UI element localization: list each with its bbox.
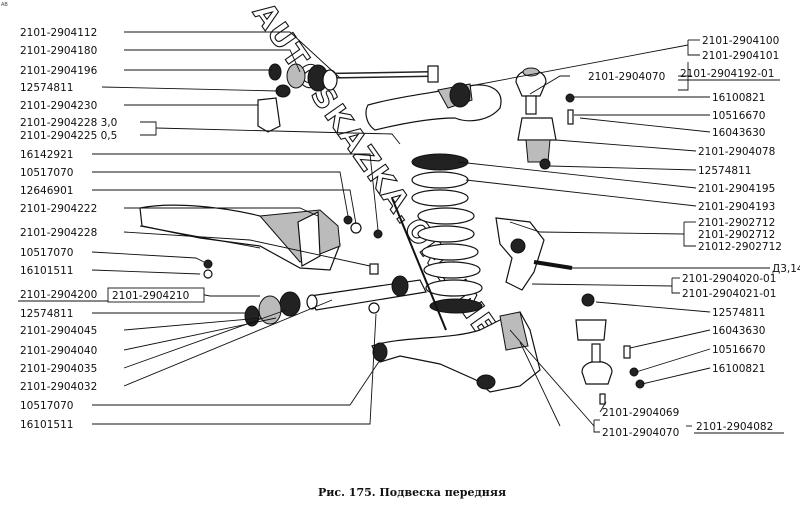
corner-mark: AB [1,2,8,8]
label-2101-2904032: 2101-2904032 [20,381,97,393]
nut-12574811-right [581,293,595,307]
label-2101-2904078: 2101-2904078 [698,146,775,158]
lower-control-arm [371,311,541,393]
label-16043630-top: 16043630 [712,127,765,139]
upper-control-arm [365,82,502,131]
label-2101-2904045: 2101-2904045 [20,325,97,337]
label-16043630-lower: 16043630 [712,325,765,337]
right-labels: 2101-2904100 2101-2904101 2101-2904070 2… [588,35,800,439]
label-2101-2904070-lower: 2101-2904070 [602,427,679,439]
figure-caption: Рис. 175. Подвеска передняя [318,486,506,499]
label-2101-2904101: 2101-2904101 [702,50,779,62]
label-12574811-top: 12574811 [20,82,73,94]
label-2101-2904230: 2101-2904230 [20,100,97,112]
label-10517070-a: 10517070 [20,167,73,179]
label-16142921: 16142921 [20,149,73,161]
label-2101-2904195: 2101-2904195 [698,183,775,195]
nut-16142921 [373,229,383,239]
nut-10517070-b [203,259,213,269]
label-d3-14: Д3,14 [772,263,800,275]
nut-10517070-a [343,215,353,225]
label-12574811-left: 12574811 [20,308,73,320]
label-2101-2902712-b: 2101-2902712 [698,229,775,241]
washer-12646901 [350,222,362,234]
shock-absorber-axis [391,197,447,331]
protective-cover-lower [575,319,607,341]
left-labels: 2101-2904112 2101-2904180 2101-2904196 1… [18,27,205,431]
label-2101-2904100: 2101-2904100 [702,35,779,47]
label-2101-2904180: 2101-2904180 [20,45,97,57]
ball-joint-housing-upper [517,117,557,141]
bolt-2904228 [369,263,379,275]
parts-drawing [139,63,645,405]
label-10517070-c: 10517070 [20,400,73,412]
label-2101-2904192-01: 2101-2904192-01 [680,68,774,80]
nut-12574811-upper [539,158,551,170]
nut-16100821-top [565,93,575,103]
label-10516670-top: 10516670 [712,110,765,122]
label-2101-2904021-01: 2101-2904021-01 [682,288,776,300]
label-2101-2904020-01: 2101-2904020-01 [682,273,776,285]
label-2101-2904225-shim: 2101-2904225 0,5 [20,130,117,142]
label-12574811-upper-right: 12574811 [698,165,751,177]
washer-16101511-b [368,302,380,314]
label-21012-2902712: 21012-2902712 [698,241,782,253]
label-2101-2904228-shim: 2101-2904228 3,0 [20,117,117,129]
steering-knuckle [495,217,573,291]
bolt-10516670-lower [623,345,631,359]
label-2101-2904210: 2101-2904210 [112,290,189,302]
label-12574811-right: 12574811 [712,307,765,319]
label-2101-2904193: 2101-2904193 [698,201,775,213]
box-2101-2904210 [107,287,205,303]
ball-joint-stud [591,343,601,363]
label-16100821-lower: 16100821 [712,363,765,375]
rubber-buffer [257,97,281,133]
label-12646901: 12646901 [20,185,73,197]
label-2101-2904070-top: 2101-2904070 [588,71,665,83]
washer-16101511-a [203,269,213,279]
bushing-set-top [268,63,338,98]
label-2101-2904200: 2101-2904200 [20,289,97,301]
label-10516670-lower: 10516670 [712,344,765,356]
bolt-2904069 [599,393,606,405]
crossmember [139,204,341,271]
label-2101-2904040: 2101-2904040 [20,345,97,357]
label-2101-2904112: 2101-2904112 [20,27,97,39]
label-16101511-b: 16101511 [20,419,73,431]
label-2101-2904228: 2101-2904228 [20,227,97,239]
nut-16100821-lower-a [629,367,639,377]
label-2101-2904222: 2101-2904222 [20,203,97,215]
nut-16100821-lower-b [635,379,645,389]
label-2101-2904196: 2101-2904196 [20,65,98,77]
label-2101-2904069: 2101-2904069 [602,407,679,419]
label-16100821-top: 16100821 [712,92,765,104]
label-10517070-b: 10517070 [20,247,73,259]
strut-rod [244,275,427,327]
label-2101-2904082: 2101-2904082 [696,421,773,433]
label-16101511-a: 16101511 [20,265,73,277]
bolt-10516670-top [567,109,574,125]
upper-ball-joint [515,67,547,115]
label-2101-2902712-a: 2101-2902712 [698,217,775,229]
leader-lines [91,31,770,433]
coil-spring [411,153,483,314]
lower-ball-joint [581,360,613,385]
label-2101-2904035: 2101-2904035 [20,363,97,375]
